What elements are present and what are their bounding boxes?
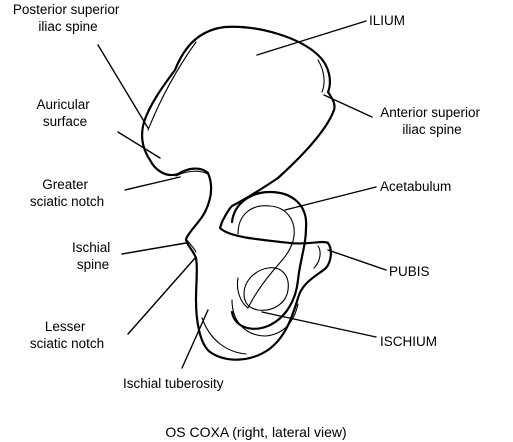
label-ilium: ILIUM — [369, 13, 405, 28]
label-pubis: PUBIS — [389, 264, 430, 279]
figure-caption: OS COXA (right, lateral view) — [165, 424, 346, 440]
leader-acetabulum — [284, 186, 377, 211]
leader-auricular-surface — [117, 131, 161, 159]
leader-ischium — [261, 311, 377, 338]
label-posterior-superior-iliac-spine: Posterior superior iliac spine — [13, 2, 123, 34]
iliac-crest-detail — [317, 59, 325, 93]
acetabulum-rim — [230, 190, 308, 330]
label-lesser-sciatic-notch: Lesser sciatic notch — [30, 319, 104, 351]
leader-posterior-superior-iliac-spine — [97, 44, 149, 129]
leader-ischial-tuberosity — [181, 309, 209, 369]
acetabular-fossa — [243, 267, 289, 311]
ischial-spine-detail — [185, 238, 197, 253]
leader-lesser-sciatic-notch — [127, 256, 197, 335]
label-acetabulum: Acetabulum — [380, 179, 451, 194]
label-ischial-spine: Ischial spine — [72, 240, 114, 272]
label-anterior-superior-iliac-spine: Anterior superior iliac spine — [380, 105, 484, 137]
leader-anterior-superior-iliac-spine — [323, 94, 373, 118]
label-greater-sciatic-notch: Greater sciatic notch — [30, 177, 104, 209]
leader-greater-sciatic-notch — [124, 176, 181, 191]
ischial-tuberosity-contour — [201, 317, 247, 355]
hip-bone-drawing — [140, 25, 336, 361]
labels: Posterior superior iliac spine ILIUM Aur… — [13, 2, 484, 391]
leader-ischial-spine — [121, 242, 187, 255]
leader-pubis — [327, 249, 387, 271]
pubis-detail — [313, 245, 321, 269]
ischial-ramus-line — [231, 299, 299, 337]
label-ischial-tuberosity: Ischial tuberosity — [123, 376, 224, 391]
hip-bone-outline — [140, 25, 336, 361]
greater-sciatic-notch-line — [175, 170, 209, 177]
leader-ilium — [256, 20, 367, 56]
acetabulum-inner-outline — [236, 205, 295, 309]
auricular-surface-line — [147, 41, 197, 131]
label-auricular-surface: Auricular surface — [36, 97, 93, 129]
label-ischium: ISCHIUM — [380, 334, 437, 349]
leader-lines — [97, 20, 387, 369]
